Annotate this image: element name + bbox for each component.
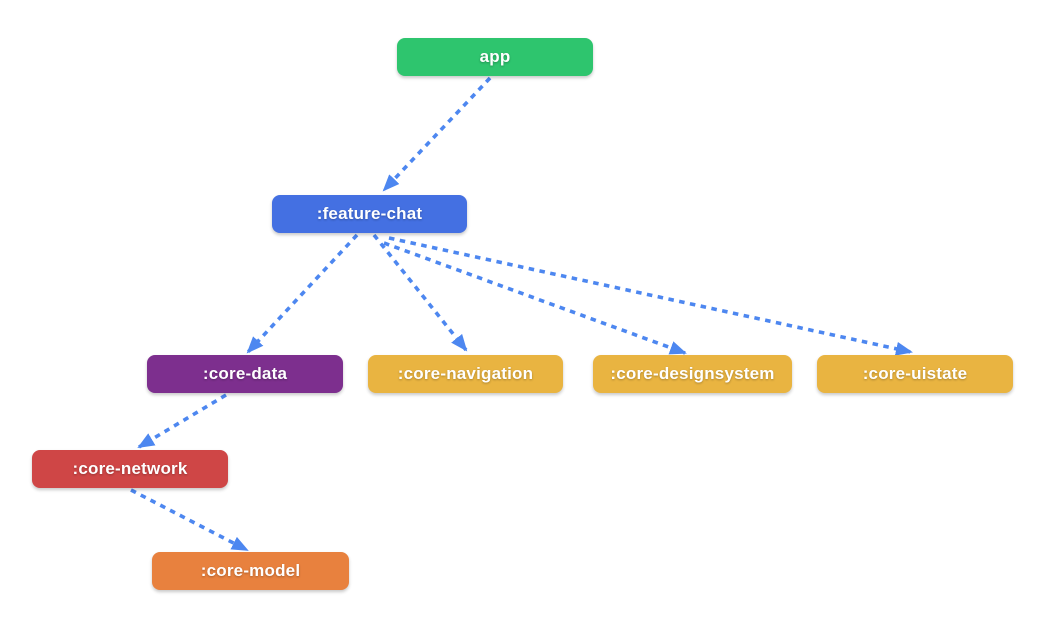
node-core-uistate: :core-uistate	[817, 355, 1013, 393]
edge-feature-chat-to-core-uistate	[388, 236, 913, 356]
edge-feature-chat-to-core-navigation	[372, 233, 468, 352]
edge-app-to-feature-chat	[382, 76, 492, 192]
edge-feature-chat-to-core-data	[246, 233, 359, 354]
node-core-model: :core-model	[152, 552, 349, 590]
node-core-designsystem: :core-designsystem	[593, 355, 792, 393]
node-core-network: :core-network	[32, 450, 228, 488]
edge-core-network-to-core-model	[130, 488, 249, 552]
node-core-data: :core-data	[147, 355, 343, 393]
node-feature-chat: :feature-chat	[272, 195, 467, 233]
edge-core-data-to-core-network	[137, 393, 227, 449]
edge-feature-chat-to-core-designsystem	[383, 241, 687, 355]
node-core-navigation: :core-navigation	[368, 355, 563, 393]
node-app: app	[397, 38, 593, 76]
